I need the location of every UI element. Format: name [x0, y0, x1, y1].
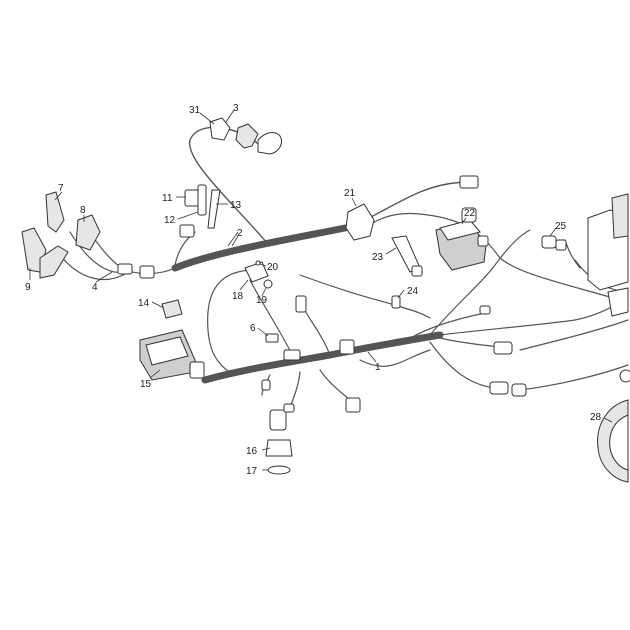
- callout-6: 6: [250, 323, 256, 334]
- part-connector-4: [117, 263, 155, 279]
- part-turn-signal-9: [21, 227, 69, 279]
- callout-23: 23: [372, 252, 384, 263]
- callout-14: 14: [138, 298, 150, 309]
- part-oring-17: [267, 465, 291, 475]
- callout-1: 1: [375, 362, 381, 373]
- part-screw-19: [263, 279, 273, 289]
- callout-9: 9: [25, 282, 31, 293]
- part-turn-signal-8: [75, 214, 101, 251]
- part-sensor-16: [265, 403, 295, 457]
- part-screw-20: [255, 260, 261, 266]
- part-switch-31: [209, 117, 283, 155]
- part-stator-28: [597, 369, 630, 483]
- part-turn-signal-7: [45, 191, 65, 233]
- callout-16: 16: [246, 446, 258, 457]
- callout-31: 31: [189, 105, 201, 116]
- callout-28: 28: [590, 412, 602, 423]
- part-rod-13: [207, 189, 221, 229]
- part-14: [161, 299, 183, 319]
- callout-8: 8: [80, 205, 86, 216]
- callout-13: 13: [230, 200, 242, 211]
- callout-7: 7: [58, 183, 64, 194]
- part-connector-21: [345, 203, 375, 241]
- harness-2: [171, 224, 349, 272]
- part-24: [391, 295, 401, 309]
- callout-21: 21: [344, 188, 356, 199]
- part-sensor-12: [179, 184, 207, 238]
- callout-19: 19: [256, 295, 268, 306]
- part-spark-plug-23: [391, 235, 423, 277]
- callout-20: 20: [267, 262, 279, 273]
- part-fuse-6: [265, 333, 279, 343]
- part-ignition-coil-22: [435, 207, 487, 271]
- callout-24: 24: [407, 286, 419, 297]
- callout-22: 22: [464, 208, 476, 219]
- leader-lines: [29, 109, 613, 471]
- callout-2: 2: [237, 228, 243, 239]
- callout-15: 15: [140, 379, 152, 390]
- part-regulator-15: [139, 329, 205, 381]
- callout-17: 17: [246, 466, 258, 477]
- callout-18: 18: [232, 291, 244, 302]
- callout-labels: 31 3 7 8 9 4 11 12 13 2 14 15 6 16 17 18…: [25, 103, 602, 477]
- callout-25: 25: [555, 221, 567, 232]
- callout-11: 11: [162, 193, 173, 204]
- callout-12: 12: [164, 215, 176, 226]
- part-relay-11: [184, 189, 200, 207]
- part-sensor-25: [541, 235, 567, 251]
- callout-3: 3: [233, 103, 239, 114]
- part-control-unit: [587, 193, 629, 317]
- callout-4: 4: [92, 282, 98, 293]
